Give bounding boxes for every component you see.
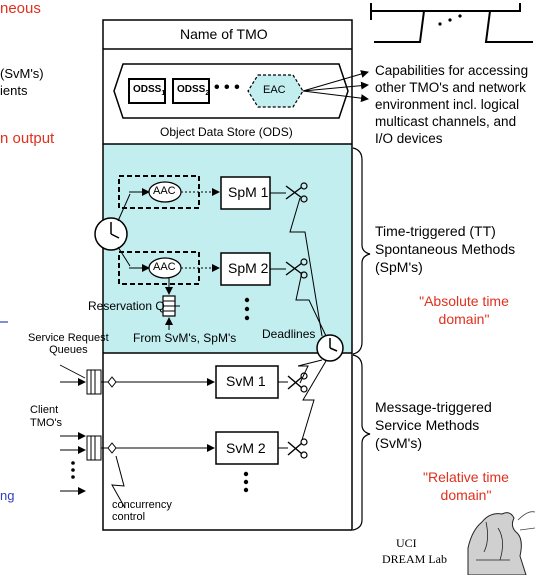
- odss2-label: ODSS2: [177, 84, 210, 97]
- ods-caption: Object Data Store (ODS): [160, 125, 293, 139]
- reservation-q-label: Reservation Q: [88, 299, 165, 313]
- tmo-box: [102, 19, 353, 531]
- eac-label: EAC: [263, 84, 286, 96]
- svm2-label: SvM 2: [226, 440, 266, 456]
- tt-brace: [352, 147, 371, 355]
- from-label: From SvM's, SpM's: [133, 331, 237, 345]
- deadlines-label: Deadlines: [262, 327, 316, 341]
- concurrency-label: concurrency control: [112, 499, 172, 523]
- scissors-icon-4: [287, 438, 308, 459]
- spm2-label: SpM 2: [228, 260, 269, 276]
- fragment-neous: neous: [0, 0, 41, 17]
- tmo-name-label: Name of TMO: [180, 26, 268, 42]
- absolute-time-label: "Absolute time domain": [419, 293, 509, 327]
- fragment-output: n output: [0, 130, 55, 147]
- footer-uci: UCI: [396, 536, 417, 550]
- aac2-label: AAC: [153, 261, 176, 273]
- odss2-box: [172, 78, 210, 104]
- scissors-icon-1: [285, 182, 308, 203]
- tt-methods-label: Time-triggered (TT) Spontaneous Methods …: [375, 223, 516, 275]
- spm1-label: SpM 1: [228, 184, 269, 200]
- odss1-label: ODSS1: [133, 84, 166, 97]
- mt-brace: [352, 354, 371, 531]
- eac-shape: [247, 74, 304, 108]
- fragment-svms: (SvM's): [0, 66, 44, 81]
- scissors-icon-3: [287, 372, 308, 393]
- client-tmos-label: Client TMO's: [30, 404, 63, 429]
- thinker-statue-icon: [467, 511, 535, 575]
- service-request-label: Service Request Queues: [28, 332, 109, 356]
- fragment-ients: ients: [0, 83, 28, 98]
- tt-region: [103, 144, 352, 353]
- odss1-box: [128, 78, 166, 104]
- aac1-label: AAC: [153, 185, 176, 197]
- svm1-label: SvM 1: [226, 373, 266, 389]
- scissors-icon-2: [285, 258, 308, 279]
- fragment-ng: ng: [0, 488, 15, 503]
- footer-dream-lab: DREAM Lab: [382, 552, 447, 566]
- mt-methods-label: Message-triggered Service Methods (SvM's…: [375, 399, 492, 451]
- relative-time-label: "Relative time domain": [423, 469, 509, 503]
- capabilities-label: Capabilities for accessing other TMO's a…: [375, 63, 529, 146]
- svm1-box: [215, 365, 279, 399]
- ods-ellipsis: • • •: [214, 79, 240, 96]
- spm1-box: [220, 176, 271, 210]
